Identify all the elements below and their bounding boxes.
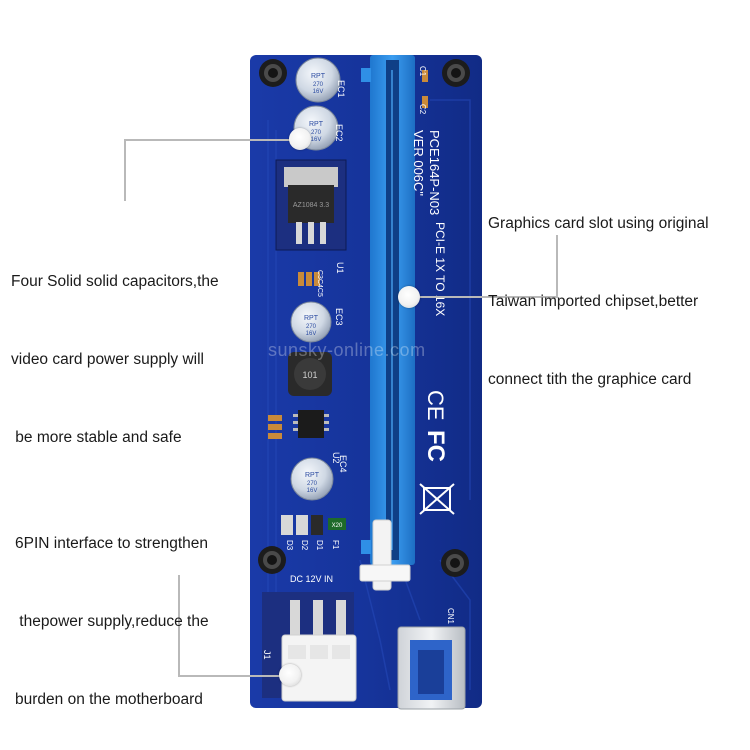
svg-text:C1: C1	[418, 66, 427, 77]
svg-text:F1: F1	[331, 540, 340, 550]
voltage-regulator: AZ1084 3.3	[275, 159, 347, 251]
svg-text:16V: 16V	[311, 137, 322, 143]
pcie-conversion-text: PCI-E 1X TO 16X	[433, 222, 447, 316]
weee-bin-icon	[419, 483, 455, 515]
version-text: VER 006C"	[411, 130, 426, 196]
pcie-slot	[361, 55, 415, 565]
svg-text:16V: 16V	[307, 488, 318, 494]
svg-text:AZ1084 3.3: AZ1084 3.3	[293, 202, 329, 209]
chip-u2	[293, 410, 329, 438]
fc-mark: FC	[422, 430, 449, 462]
connector-power-v	[178, 575, 180, 676]
usb3-port	[397, 626, 466, 710]
svg-text:EC3: EC3	[334, 308, 344, 326]
annotation-slot-line-1: Graphics card slot using original	[488, 215, 709, 232]
svg-text:U1: U1	[335, 262, 345, 274]
annotation-power-line-1: 6PIN interface to strengthen	[15, 535, 209, 552]
annotation-capacitors-line-1: Four Solid solid capacitors,the	[11, 273, 219, 290]
callout-dot-slot	[398, 286, 420, 308]
svg-text:270: 270	[311, 130, 322, 136]
capacitor-ec3: RPT 270 16V	[290, 301, 332, 343]
svg-text:270: 270	[313, 82, 324, 88]
annotation-slot-line-3: connect tith the graphice card	[488, 371, 692, 388]
svg-text:C2: C2	[418, 104, 427, 115]
svg-text:270: 270	[306, 324, 317, 330]
six-pin-power-connector	[262, 592, 357, 702]
svg-text:16V: 16V	[306, 331, 317, 337]
svg-text:D3: D3	[285, 540, 294, 551]
annotation-capacitors-line-2: video card power supply will	[11, 351, 204, 368]
callout-dot-capacitors	[289, 128, 311, 150]
watermark: sunsky-online.com	[268, 340, 426, 360]
annotation-capacitors: Four Solid solid capacitors,the video ca…	[11, 217, 219, 477]
dc-input-label: DC 12V IN	[290, 574, 333, 584]
annotation-capacitors-line-3: be more stable and safe	[11, 429, 182, 446]
diodes: X20	[281, 515, 346, 535]
svg-text:270: 270	[307, 481, 318, 487]
cap-text: RPT	[311, 73, 326, 80]
svg-text:D2: D2	[300, 540, 309, 551]
model-text: PCE164P-N03	[427, 130, 442, 215]
connector-power-h	[178, 675, 290, 677]
connector-slot-v	[556, 235, 558, 297]
annotation-power-line-3: burden on the motherboard	[15, 691, 203, 708]
ce-mark: CE	[423, 390, 448, 421]
annotation-power-line-2: thepower supply,reduce the	[15, 613, 209, 630]
svg-text:X20: X20	[332, 523, 343, 529]
connector-capacitors-v	[124, 139, 126, 201]
svg-text:RPT: RPT	[305, 472, 320, 479]
svg-text:16V: 16V	[313, 89, 324, 95]
svg-text:RPT: RPT	[304, 315, 319, 322]
annotation-power: 6PIN interface to strengthen thepower su…	[15, 479, 209, 739]
annotation-slot-line-2: Taiwan imported chipset,better	[488, 293, 699, 310]
svg-text:101: 101	[302, 370, 317, 380]
svg-text:C3C4C5: C3C4C5	[316, 270, 323, 297]
svg-text:RPT: RPT	[309, 121, 324, 128]
inductor: 101	[288, 352, 332, 396]
capacitor-ec1: RPT 270 16V	[295, 57, 341, 103]
callout-dot-power	[279, 664, 301, 686]
svg-text:EC1: EC1	[336, 80, 346, 98]
svg-text:D1: D1	[315, 540, 324, 551]
svg-text:U2: U2	[331, 452, 341, 464]
mounting-holes	[258, 59, 470, 577]
svg-text:EC4: EC4	[338, 455, 348, 473]
annotation-slot: Graphics card slot using original Taiwan…	[488, 159, 709, 419]
svg-text:CN1: CN1	[446, 608, 455, 625]
connector-capacitors-h	[124, 139, 300, 141]
capacitor-ec4: RPT 270 16V	[290, 457, 334, 501]
svg-text:EC2: EC2	[334, 124, 344, 142]
connector-slot-h	[410, 296, 558, 298]
svg-text:J1: J1	[262, 650, 272, 660]
